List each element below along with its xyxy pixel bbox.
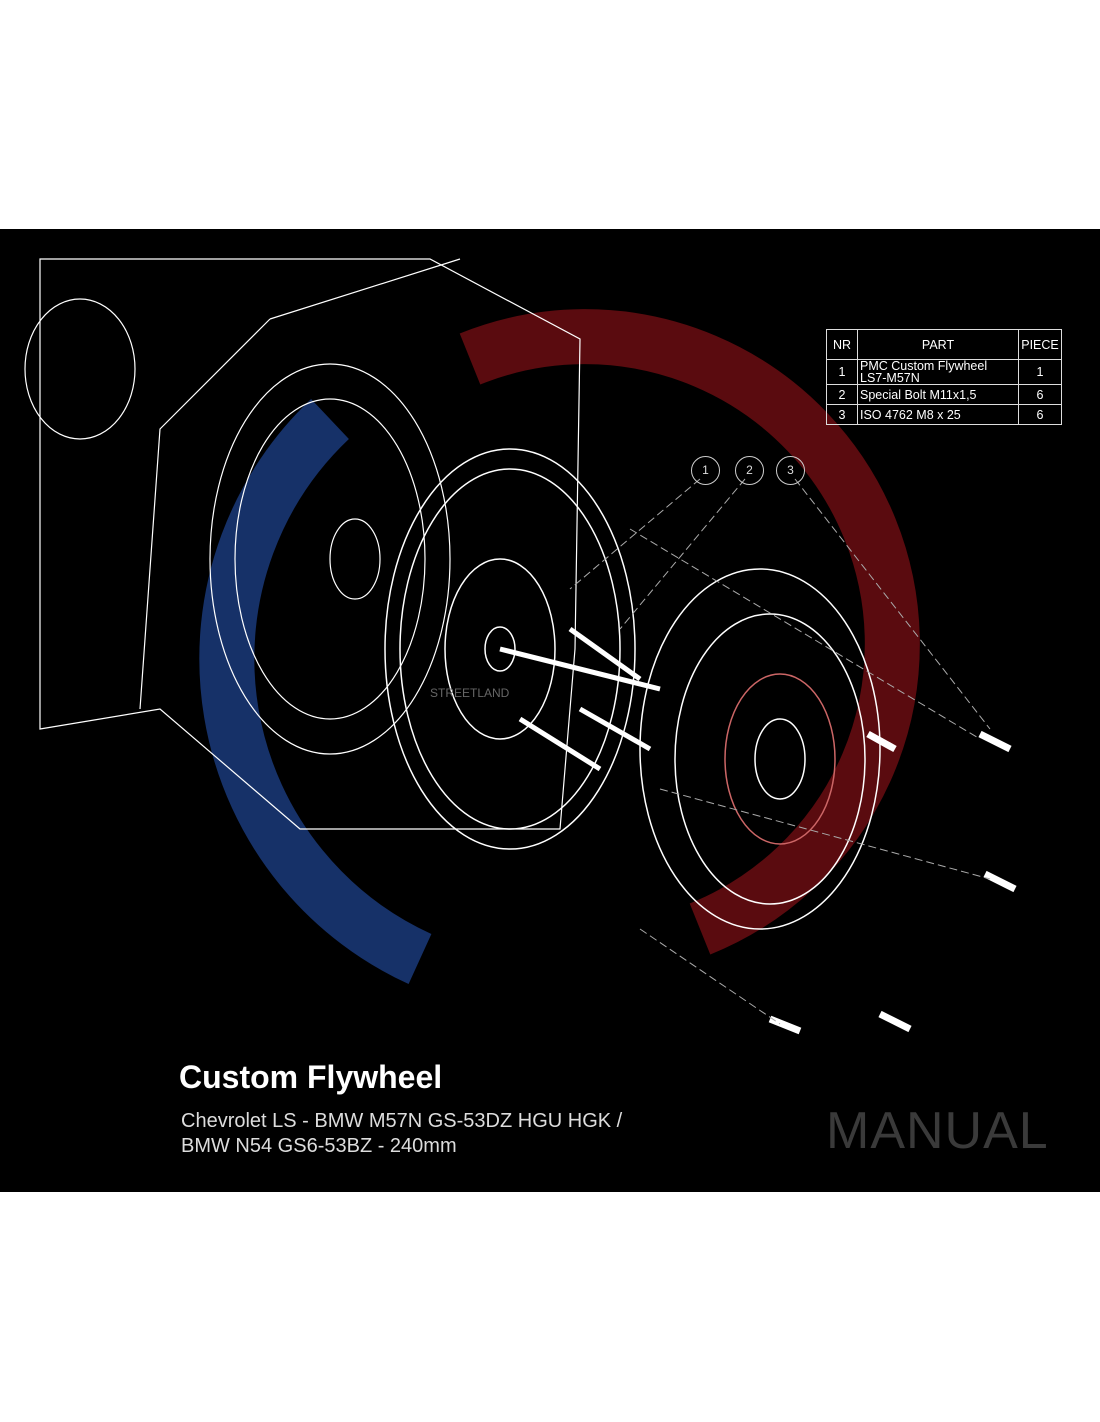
product-title: Custom Flywheel xyxy=(179,1059,443,1095)
watermark-text: STREETLAND xyxy=(430,686,510,700)
cell-nr: 3 xyxy=(826,404,858,425)
red-gear-arc xyxy=(459,309,920,955)
table-row: 3 ISO 4762 M8 x 25 6 xyxy=(826,404,1062,425)
blue-gear-arc xyxy=(199,399,432,985)
subtitle-line2: BMW N54 GS6-53BZ - 240mm xyxy=(181,1135,457,1157)
cell-piece: 6 xyxy=(1018,404,1062,425)
header-piece: PIECE xyxy=(1018,329,1062,360)
diagram-panel: STREETLAND NR PART PIECE 1 PMC Custom Fl… xyxy=(0,229,1100,1192)
subtitle-line1: Chevrolet LS - BMW M57N GS-53DZ HGU HGK … xyxy=(181,1110,623,1132)
special-bolts xyxy=(499,626,661,772)
cell-part: ISO 4762 M8 x 25 xyxy=(857,404,1019,425)
engine-block-outline xyxy=(24,258,581,830)
manual-badge: MANUAL xyxy=(826,1102,1049,1160)
cell-piece: 6 xyxy=(1018,384,1062,405)
table-header-row: NR PART PIECE xyxy=(826,329,1062,360)
custom-flywheel xyxy=(384,448,636,850)
header-nr: NR xyxy=(826,329,858,360)
header-part: PART xyxy=(857,329,1019,360)
cell-piece: 1 xyxy=(1018,359,1062,385)
clutch-pressure-plate xyxy=(639,568,881,930)
cell-nr: 2 xyxy=(826,384,858,405)
leader-lines xyxy=(569,478,991,1025)
engine-flywheel xyxy=(209,363,451,755)
part-line1: PMC Custom Flywheel xyxy=(860,359,988,373)
callout-3: 3 xyxy=(776,456,805,485)
cell-part: Special Bolt M11x1,5 xyxy=(857,384,1019,405)
exploded-view-drawing: STREETLAND xyxy=(24,258,1017,1035)
part-line2: LS7-M57N xyxy=(860,371,920,385)
cell-nr: 1 xyxy=(826,359,858,385)
callout-1: 1 xyxy=(691,456,720,485)
table-row: 2 Special Bolt M11x1,5 6 xyxy=(826,384,1062,405)
callout-2: 2 xyxy=(735,456,764,485)
